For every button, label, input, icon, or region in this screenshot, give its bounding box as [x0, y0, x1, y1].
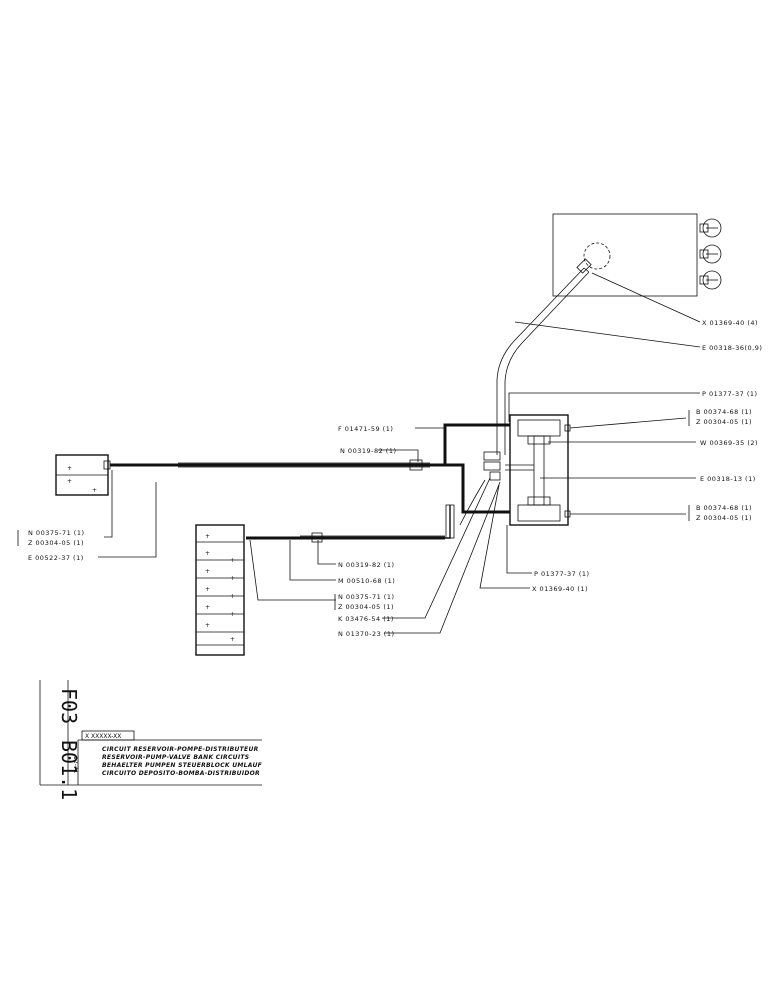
- label-e-tank: E 00318-36(0,9): [702, 344, 762, 352]
- svg-text:+: +: [205, 568, 210, 575]
- svg-text:+: +: [230, 611, 235, 618]
- label-e-left: E 00522-37 (1): [28, 554, 84, 562]
- leader-lines: [17, 272, 701, 634]
- svg-text:+: +: [230, 636, 235, 643]
- label-z-upper: Z 00304-05 (1): [696, 418, 752, 426]
- title-line-3: BEHAELTER PUMPEN STEUERBLOCK UMLAUF: [102, 762, 263, 769]
- label-p-lower: P 01377-37 (1): [534, 570, 590, 578]
- svg-text:+: +: [205, 550, 210, 557]
- title-line-2: RESERVOIR-PUMP-VALVE BANK CIRCUITS: [102, 754, 249, 761]
- svg-text:+: +: [230, 575, 235, 582]
- title-code: X XXXXX-XX: [85, 733, 121, 740]
- left-component: + + +: [55, 454, 111, 496]
- label-x-tank: X 01369-40 (4): [702, 319, 758, 327]
- svg-text:+: +: [67, 478, 72, 485]
- suction-hose: [496, 258, 592, 455]
- label-n-lower-tube: N 00319-82 (1): [338, 561, 395, 569]
- reservoir-tank: [552, 213, 722, 297]
- svg-text:+: +: [230, 557, 235, 564]
- label-w-block: W 00369-35 (2): [700, 439, 758, 447]
- label-n-valve: N 00375-71 (1): [338, 593, 395, 601]
- label-z-left: Z 00304-05 (1): [28, 539, 84, 547]
- title-line-4: CIRCUITO DEPOSITO-BOMBA-DISTRIBUIDOR: [102, 770, 260, 777]
- valve-block: [505, 414, 571, 526]
- page-prefix: F03: [57, 688, 81, 724]
- svg-text:+: +: [67, 465, 72, 472]
- label-m-lower: M 00510-68 (1): [338, 577, 395, 585]
- svg-text:+: +: [205, 586, 210, 593]
- valve-stack: + + + + + + + + + + +: [195, 524, 245, 656]
- svg-text:+: +: [92, 487, 97, 494]
- label-z-valve: Z 00304-05 (1): [338, 603, 394, 611]
- page-number: B01.1: [57, 740, 81, 800]
- label-p-upper: P 01377-37 (1): [702, 390, 758, 398]
- label-n-upper-tube: N 00319-82 (1): [340, 447, 397, 455]
- label-b-lower: B 00374-68 (1): [696, 504, 752, 512]
- page-date: 12-71: [72, 756, 79, 774]
- label-k-fitting: K 03476-54 (1): [338, 615, 394, 623]
- label-n-hose: N 01370-23 (1): [338, 630, 395, 638]
- title-line-1: CIRCUIT RESERVOIR-POMPE-DISTRIBUTEUR: [102, 746, 259, 753]
- part-labels: X 01369-40 (4) E 00318-36(0,9) P 01377-3…: [28, 319, 762, 638]
- svg-text:+: +: [205, 622, 210, 629]
- label-e-block: E 00318-13 (1): [700, 475, 756, 483]
- svg-text:+: +: [230, 593, 235, 600]
- label-b-upper: B 00374-68 (1): [696, 408, 752, 416]
- pressure-lines: [110, 423, 510, 543]
- label-z-lower: Z 00304-05 (1): [696, 514, 752, 522]
- label-f-block: F 01471-59 (1): [338, 425, 393, 433]
- title-block: X XXXXX-XX CIRCUIT RESERVOIR-POMPE-DISTR…: [39, 680, 263, 800]
- label-x-lower: X 01369-40 (1): [532, 585, 588, 593]
- fitting-stack: [483, 451, 501, 481]
- svg-text:+: +: [205, 604, 210, 611]
- svg-text:+: +: [205, 533, 210, 540]
- label-n-left: N 00375-71 (1): [28, 529, 85, 537]
